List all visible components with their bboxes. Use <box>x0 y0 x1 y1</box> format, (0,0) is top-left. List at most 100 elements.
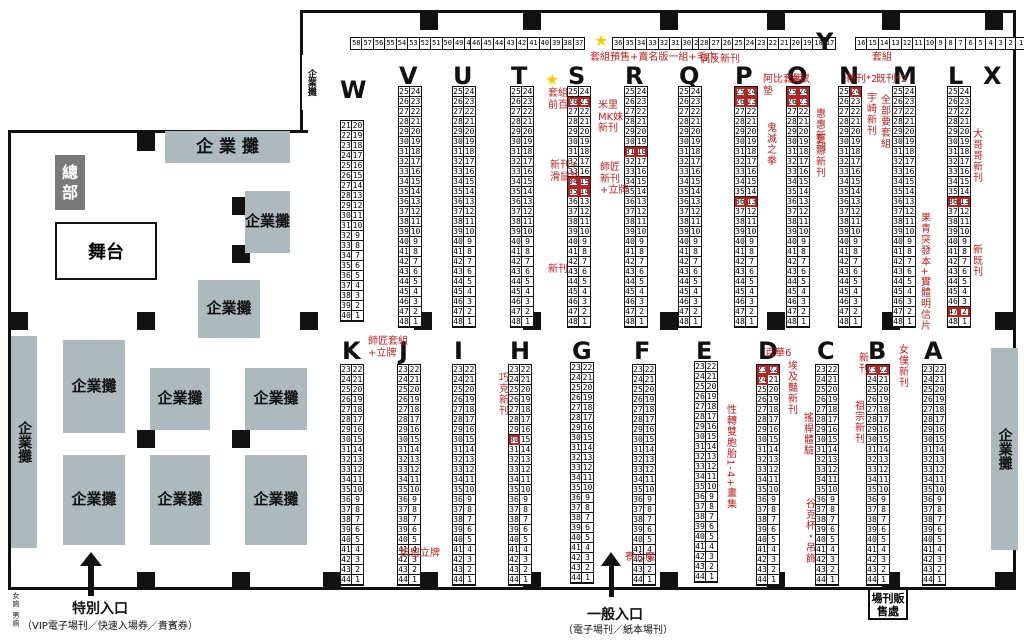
booth-cell[interactable]: 14 <box>904 187 915 197</box>
booth-cell[interactable]: 47 <box>735 307 746 317</box>
corporate-booth[interactable]: 企業攤 <box>245 455 307 545</box>
booth-cell[interactable]: 39 <box>839 227 850 237</box>
booth-cell[interactable]: 33 <box>893 167 904 177</box>
booth-cell[interactable]: 42 <box>923 555 934 565</box>
booth-cell[interactable]: 31 <box>509 445 520 455</box>
booth-cell[interactable]: 6 <box>934 525 945 535</box>
booth-cell[interactable]: 48 <box>399 317 410 327</box>
booth-cell[interactable]: 32 <box>839 157 850 167</box>
booth-cell[interactable]: 8 <box>878 505 889 515</box>
booth-cell[interactable]: 31 <box>671 38 682 49</box>
booth-cell[interactable]: 40 <box>571 533 582 543</box>
booth-cell[interactable]: 11 <box>352 211 363 221</box>
booth-cell[interactable]: 27 <box>341 181 352 191</box>
booth-cell[interactable]: 22 <box>464 365 475 375</box>
booth-cell[interactable]: 21 <box>410 117 421 127</box>
booth-cell[interactable]: 34 <box>757 475 768 485</box>
booth-cell[interactable]: 40 <box>341 311 352 321</box>
booth-cell[interactable]: 14 <box>520 445 531 455</box>
booth-cell[interactable]: 43 <box>735 267 746 277</box>
booth-cell[interactable]: 40 <box>568 237 579 247</box>
booth-cell[interactable]: 35 <box>341 485 352 495</box>
booth-cell[interactable]: 23 <box>341 141 352 151</box>
booth-cell[interactable]: 25 <box>757 385 768 395</box>
booth-cell[interactable]: 32 <box>511 157 522 167</box>
booth-cell[interactable]: 31 <box>839 147 850 157</box>
booth-cell[interactable]: 5 <box>798 277 809 287</box>
booth-cell[interactable]: 14 <box>746 187 757 197</box>
booth-cell[interactable]: 19 <box>352 131 363 141</box>
booth-cell[interactable]: 2 <box>464 307 475 317</box>
booth-cell[interactable]: 30 <box>341 211 352 221</box>
booth-cell[interactable]: 12 <box>706 462 717 472</box>
booth-cell[interactable]: 5 <box>409 535 420 545</box>
booth-cell[interactable]: 27 <box>711 38 722 49</box>
booth-cell[interactable]: 3 <box>579 297 590 307</box>
booth-cell[interactable]: 6 <box>966 38 977 49</box>
booth-cell[interactable]: 22 <box>520 365 531 375</box>
booth-cell[interactable]: 37 <box>568 207 579 217</box>
booth-cell[interactable]: 35 <box>948 187 959 197</box>
booth-cell[interactable]: 5 <box>464 535 475 545</box>
booth-cell[interactable]: 25 <box>453 87 464 97</box>
booth-cell[interactable]: 1 <box>636 317 647 327</box>
booth-cell[interactable]: 44 <box>571 573 582 583</box>
booth-cell[interactable]: 2 <box>352 565 363 575</box>
booth-cell[interactable]: 36 <box>453 495 464 505</box>
booth-cell[interactable]: 10 <box>636 227 647 237</box>
booth-cell[interactable]: 17 <box>644 415 655 425</box>
booth-cell[interactable]: 6 <box>959 267 970 277</box>
booth-cell[interactable]: 52 <box>420 38 432 49</box>
booth-cell[interactable]: 10 <box>850 227 861 237</box>
booth-cell[interactable]: 47 <box>893 307 904 317</box>
booth-cell[interactable]: 45 <box>453 287 464 297</box>
booth-cell[interactable]: 44 <box>787 277 798 287</box>
booth-cell[interactable]: 10 <box>352 221 363 231</box>
booth-cell[interactable]: 19 <box>352 395 363 405</box>
booth-cell[interactable]: 46 <box>787 297 798 307</box>
booth-cell[interactable]: 5 <box>410 277 421 287</box>
booth-cell[interactable]: 16 <box>409 425 420 435</box>
booth-cell[interactable]: 35 <box>757 485 768 495</box>
booth-cell[interactable]: 1 <box>579 317 590 327</box>
booth-cell[interactable]: 40 <box>633 535 644 545</box>
booth-cell[interactable]: 33 <box>398 465 409 475</box>
booth-cell[interactable]: 12 <box>850 207 861 217</box>
booth-cell[interactable]: 6 <box>850 267 861 277</box>
booth-cell[interactable]: 37 <box>893 207 904 217</box>
booth-cell[interactable]: 23 <box>571 363 582 373</box>
special-entrance-label[interactable]: 特別入口 <box>72 601 128 617</box>
booth-cell[interactable]: 15 <box>706 432 717 442</box>
booth-cell[interactable]: 40 <box>787 237 798 247</box>
booth-cell[interactable]: 48 <box>568 317 579 327</box>
booth-cell[interactable]: 30 <box>923 435 934 445</box>
booth-cell[interactable]: 35 <box>893 187 904 197</box>
booth-cell[interactable]: 18 <box>410 147 421 157</box>
booth-cell[interactable]: 33 <box>923 465 934 475</box>
booth-cell[interactable]: 31 <box>568 147 579 157</box>
booth-cell[interactable]: 37 <box>453 207 464 217</box>
booth-cell[interactable]: 32 <box>816 455 827 465</box>
booth-cell[interactable]: 1 <box>904 317 915 327</box>
booth-cell[interactable]: 58 <box>352 38 363 49</box>
booth-cell[interactable]: 4 <box>706 542 717 552</box>
booth-cell[interactable]: 42 <box>893 257 904 267</box>
booth-cell[interactable]: 14 <box>352 445 363 455</box>
booth-cell[interactable]: 35 <box>399 187 410 197</box>
booth-cell[interactable]: 44 <box>453 575 464 585</box>
booth-cell[interactable]: 4 <box>878 545 889 555</box>
booth-cell[interactable]: 36 <box>867 495 878 505</box>
booth-cell[interactable]: 2 <box>582 563 593 573</box>
booth-cell[interactable]: 2 <box>904 307 915 317</box>
booth-cell[interactable]: 24 <box>633 375 644 385</box>
booth-cell[interactable]: 33 <box>453 167 464 177</box>
booth-cell[interactable]: 19 <box>409 395 420 405</box>
booth-cell[interactable]: 38 <box>867 515 878 525</box>
booth-cell[interactable]: 22 <box>464 107 475 117</box>
booth-cell[interactable]: 27 <box>948 107 959 117</box>
booth-cell[interactable]: 5 <box>690 277 701 287</box>
booth-cell[interactable]: 20 <box>827 385 838 395</box>
booth-cell[interactable]: 2 <box>636 307 647 317</box>
